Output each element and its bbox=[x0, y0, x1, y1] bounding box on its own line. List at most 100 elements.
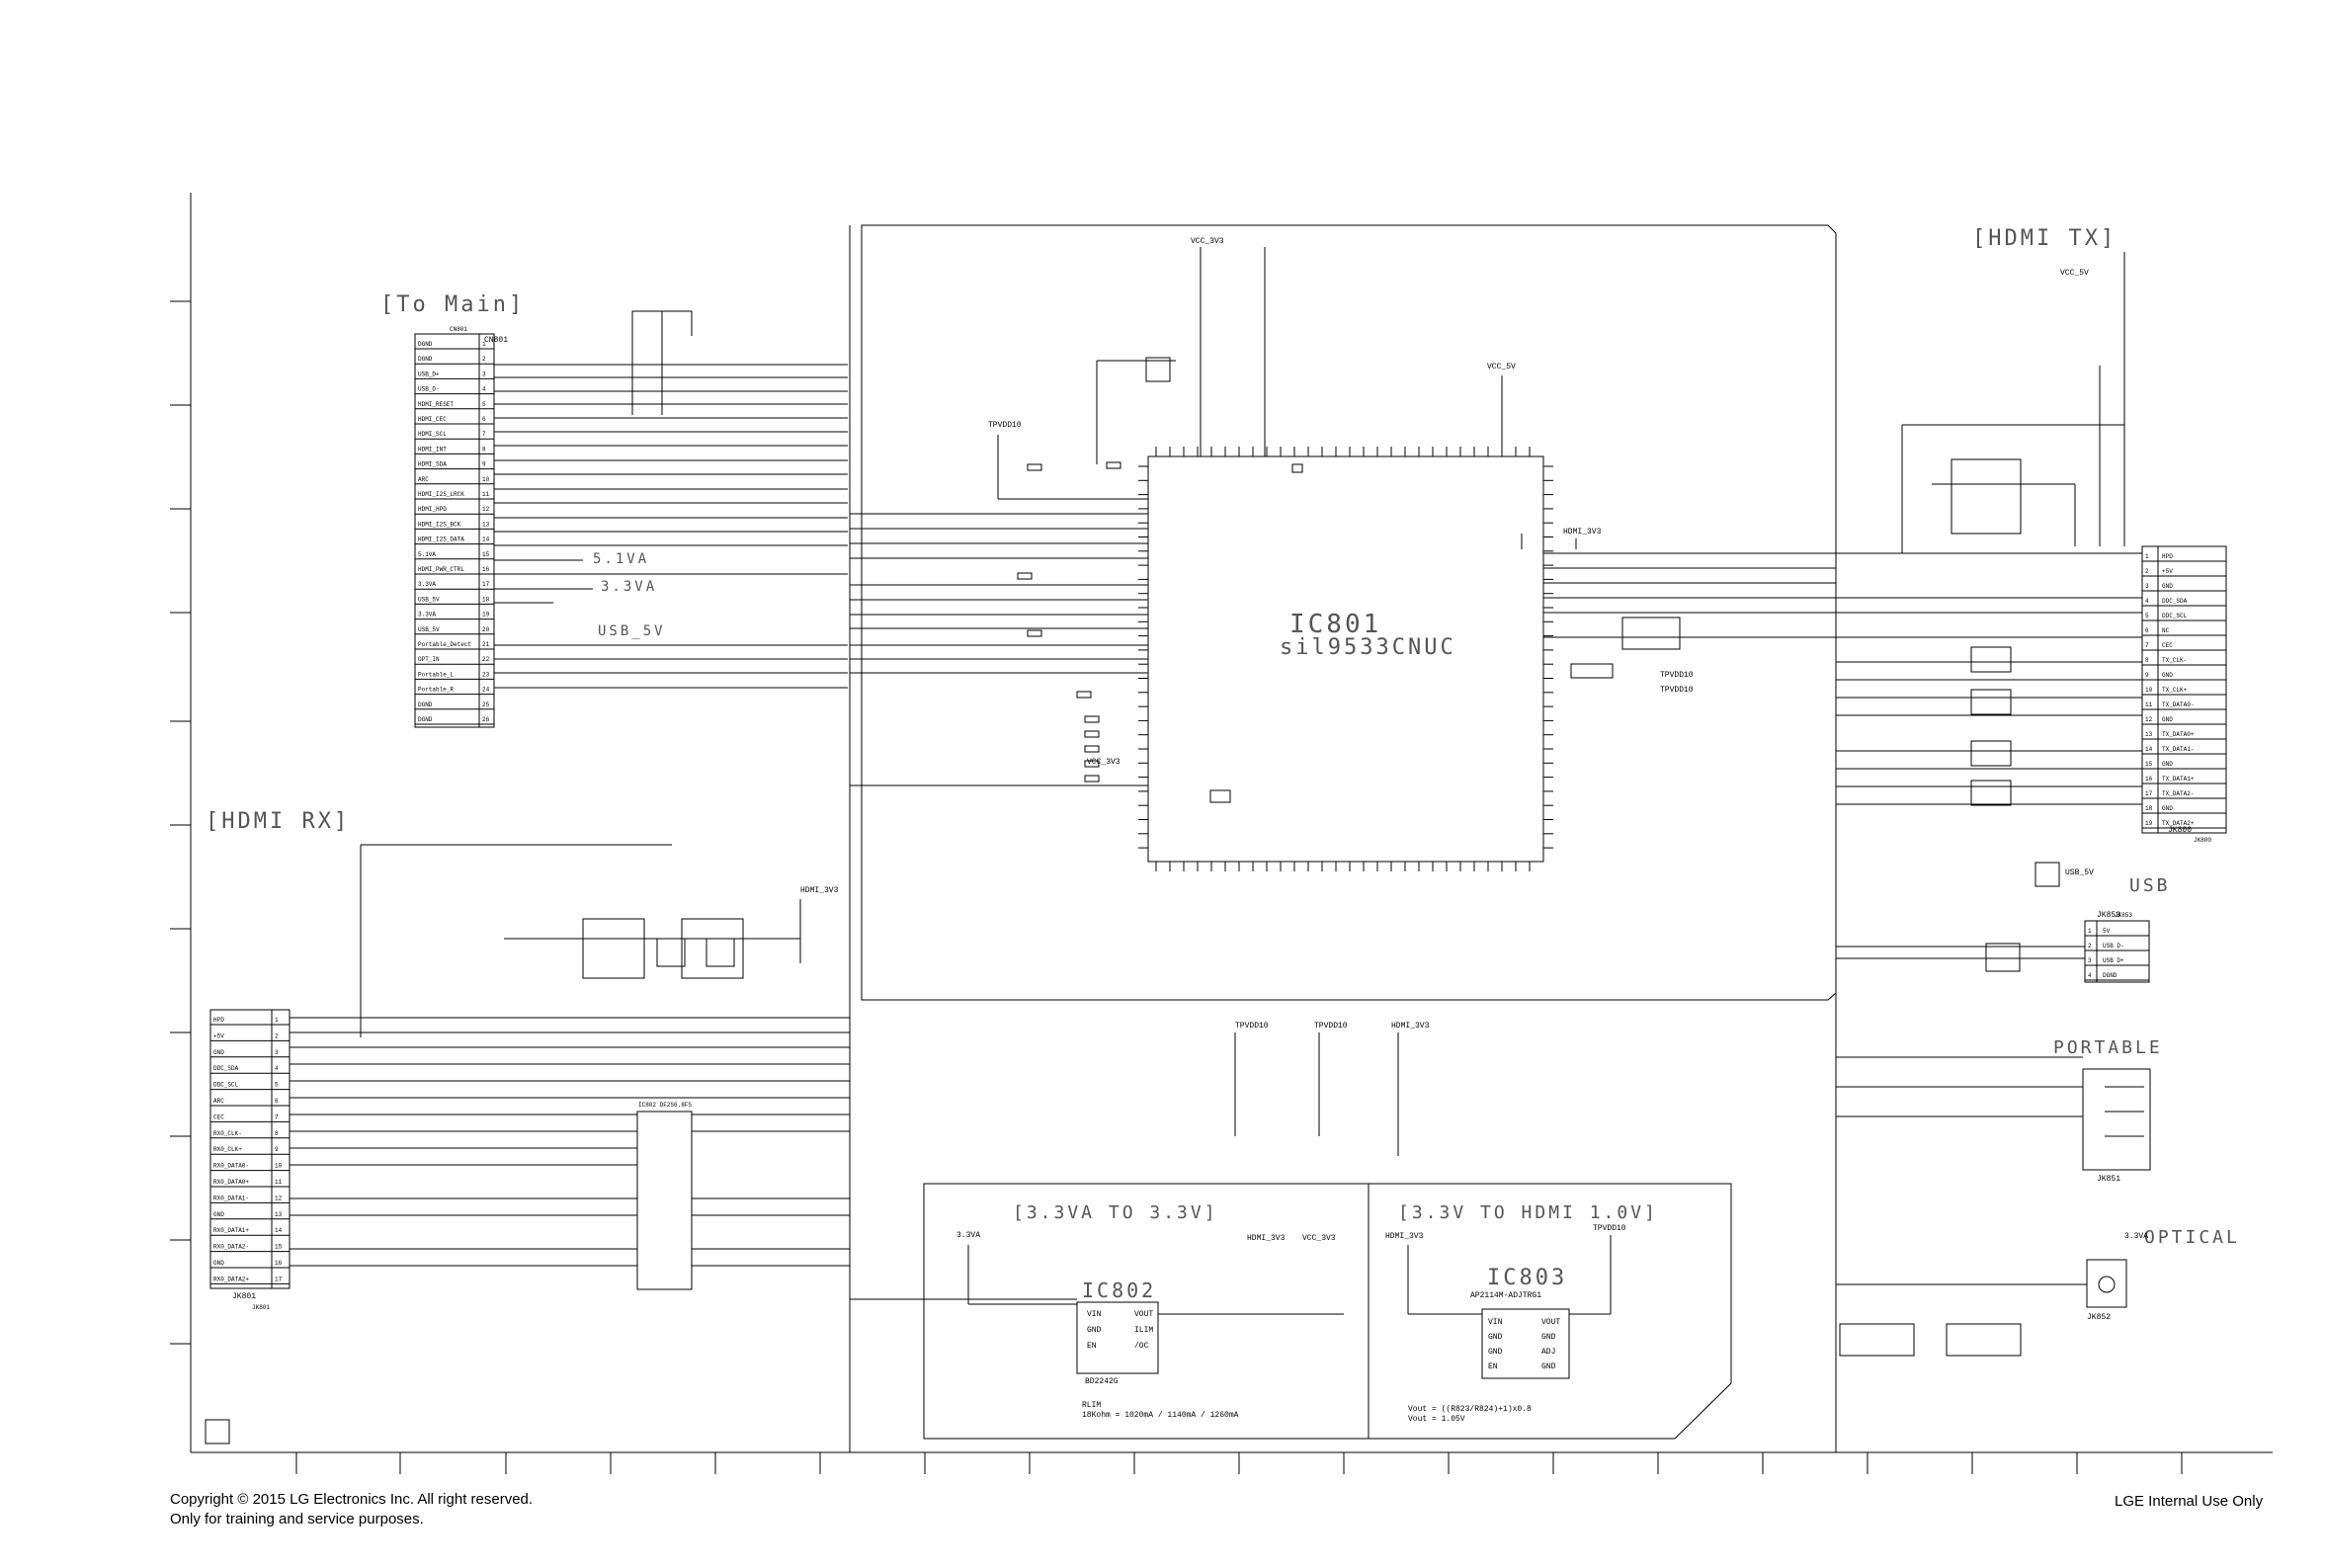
discrete-components bbox=[205, 357, 2060, 1444]
reg-1v0-block bbox=[1368, 1183, 1732, 1440]
connector-pin-number: 1 bbox=[482, 341, 486, 348]
connector-pin-number: 6 bbox=[482, 416, 486, 423]
svg-text:JK800: JK800 bbox=[2168, 826, 2192, 835]
svg-text:TPVDD10: TPVDD10 bbox=[1660, 686, 1694, 695]
connector-pin-label: GND bbox=[2162, 805, 2173, 812]
connector-pin-number: 9 bbox=[482, 461, 486, 468]
svg-text:GND: GND bbox=[1541, 1362, 1556, 1371]
connector-pin-number: 15 bbox=[275, 1244, 283, 1251]
connector-pin-label: DDC_SCL bbox=[2162, 613, 2188, 619]
connector-pin-label: GND bbox=[213, 1049, 224, 1056]
connector-pin-number: 5 bbox=[482, 401, 486, 408]
connector-pin-number: 23 bbox=[482, 671, 490, 678]
connector-pin-label: RX0_DATA1+ bbox=[213, 1227, 249, 1234]
svg-text:Vout = 1.05V: Vout = 1.05V bbox=[1408, 1415, 1465, 1424]
connector-pin-label: USB_D- bbox=[418, 386, 440, 393]
svg-text:GND: GND bbox=[1087, 1326, 1102, 1335]
connector-pin-number: 3 bbox=[2088, 957, 2092, 964]
connector-pin-label: ARC bbox=[418, 476, 429, 483]
svg-text:HDMI_3V3: HDMI_3V3 bbox=[1247, 1234, 1286, 1243]
connector-pin-number: 2 bbox=[482, 356, 486, 363]
svg-text:3.3VA: 3.3VA bbox=[956, 1231, 980, 1240]
connector-pin-label: ARC bbox=[213, 1098, 224, 1105]
reg-3v3-title: [3.3VA TO 3.3V] bbox=[1013, 1202, 1218, 1223]
connector-pin-label: RX0_DATA2- bbox=[213, 1244, 249, 1251]
connector-pin-number: 15 bbox=[482, 551, 490, 558]
jk853-title: JK853 bbox=[2115, 912, 2132, 919]
connector-pin-number: 20 bbox=[482, 626, 490, 633]
connector-pin-number: 11 bbox=[482, 491, 490, 498]
connector-pin-number: 6 bbox=[2145, 627, 2149, 634]
connector-pin-number: 7 bbox=[275, 1114, 279, 1120]
connector-pin-label: HPD bbox=[2162, 553, 2173, 560]
connector-pin-label: USB D+ bbox=[2103, 957, 2124, 964]
connector-pin-label: USB D- bbox=[2103, 943, 2124, 949]
svg-text:HDMI_3V3: HDMI_3V3 bbox=[1391, 1022, 1430, 1031]
connector-pin-label: 3.3VA bbox=[418, 612, 436, 619]
jk801-connector: JK801 bbox=[209, 1009, 291, 1301]
svg-text:3.3VA: 3.3VA bbox=[601, 579, 657, 595]
connector-pin-number: 3 bbox=[275, 1049, 279, 1056]
connector-pin-number: 15 bbox=[2145, 761, 2153, 768]
portable-title: PORTABLE bbox=[2053, 1037, 2163, 1058]
to-main-title: [To Main] bbox=[380, 292, 525, 317]
connector-pin-number: 12 bbox=[2145, 716, 2153, 723]
connector-pin-label: GND bbox=[2162, 672, 2173, 679]
connector-pin-label: TX_DATA2+ bbox=[2162, 820, 2195, 827]
copyright-text: Copyright © 2015 LG Electronics Inc. All… bbox=[170, 1491, 534, 1508]
jk800-pin-list: HPD1+5V2GND3DDC_SDA4DDC_SCL5NC6CEC7TX_CL… bbox=[2142, 553, 2226, 844]
connector-pin-number: 7 bbox=[2145, 642, 2149, 649]
ic801-chip: IC801 sil9533CNUC bbox=[1147, 455, 1544, 863]
svg-text:USB_5V: USB_5V bbox=[2065, 868, 2094, 877]
connector-pin-number: 4 bbox=[275, 1065, 279, 1072]
svg-text:TPVDD10: TPVDD10 bbox=[1314, 1022, 1348, 1031]
connector-pin-label: RX0_CLK- bbox=[213, 1130, 242, 1137]
connector-pin-label: OPT_IN bbox=[418, 656, 440, 663]
connector-pin-number: 2 bbox=[275, 1032, 279, 1039]
usb-title: USB bbox=[2129, 875, 2171, 896]
connector-pin-label: USB_D+ bbox=[418, 371, 440, 377]
connector-pin-number: 14 bbox=[275, 1227, 283, 1234]
svg-text:VOUT: VOUT bbox=[1134, 1310, 1153, 1319]
svg-text:VIN: VIN bbox=[1087, 1310, 1102, 1319]
svg-text:AP2114M-ADJTRG1: AP2114M-ADJTRG1 bbox=[1470, 1291, 1541, 1300]
svg-text:IC801: IC801 bbox=[1289, 610, 1381, 639]
connector-pin-label: Portable_Detect bbox=[418, 641, 471, 648]
svg-text:JK853: JK853 bbox=[2097, 911, 2120, 920]
connector-pin-label: GND bbox=[213, 1260, 224, 1267]
connector-pin-label: GND bbox=[2162, 583, 2173, 590]
connector-pin-number: 16 bbox=[482, 566, 490, 573]
connector-pin-number: 17 bbox=[275, 1276, 283, 1282]
jk801-title: JK801 bbox=[252, 1304, 270, 1311]
connector-pin-label: TX_DATA1+ bbox=[2162, 776, 2195, 783]
connector-pin-number: 13 bbox=[482, 521, 490, 528]
jk800-connector: JK800 bbox=[2141, 545, 2227, 835]
svg-text:HDMI_3V3: HDMI_3V3 bbox=[1385, 1232, 1424, 1241]
connector-pin-label: DGND bbox=[2103, 972, 2117, 979]
connector-pin-label: TX_CLK+ bbox=[2162, 687, 2188, 694]
svg-text:TPVDD10: TPVDD10 bbox=[1660, 671, 1694, 680]
connector-pin-number: 6 bbox=[275, 1098, 279, 1105]
connector-pin-number: 25 bbox=[482, 701, 490, 708]
connector-pin-number: 24 bbox=[482, 687, 490, 694]
connector-pin-number: 7 bbox=[482, 431, 486, 438]
connector-pin-number: 26 bbox=[482, 716, 490, 723]
svg-text:RLIM: RLIM bbox=[1082, 1401, 1101, 1410]
connector-pin-number: 17 bbox=[482, 581, 490, 588]
connector-pin-label: DGND bbox=[418, 701, 433, 708]
connector-pin-label: HDMI_I2S_DATA bbox=[418, 536, 464, 543]
connector-pin-label: +5V bbox=[213, 1032, 224, 1039]
connector-pin-label: HDMI_RESET bbox=[418, 401, 454, 408]
connector-pin-label: RX0_DATA2+ bbox=[213, 1276, 249, 1282]
connector-pin-label: GND bbox=[2162, 716, 2173, 723]
connector-pin-label: HPD bbox=[213, 1017, 224, 1024]
svg-text:JK851: JK851 bbox=[2097, 1175, 2120, 1184]
svg-text:IC802: IC802 bbox=[1082, 1279, 1156, 1302]
connector-pin-number: 9 bbox=[2145, 672, 2149, 679]
connector-pin-number: 12 bbox=[482, 506, 490, 513]
connector-pin-number: 5 bbox=[2145, 613, 2149, 619]
connector-pin-label: HDMI_I2S_LRCK bbox=[418, 491, 464, 498]
